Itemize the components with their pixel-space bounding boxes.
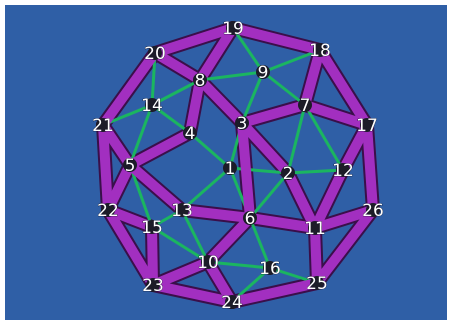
node-label-2: 2: [283, 164, 294, 184]
outer-edge-17-26: [367, 125, 373, 210]
node-label-20: 20: [144, 44, 166, 64]
node-label-23: 23: [142, 276, 164, 296]
node-label-7: 7: [300, 96, 311, 116]
node-label-25: 25: [306, 274, 328, 294]
node-label-10: 10: [197, 253, 219, 273]
node-label-21: 21: [92, 116, 114, 136]
node-label-11: 11: [304, 219, 326, 239]
node-label-14: 14: [141, 96, 163, 116]
node-label-24: 24: [221, 293, 243, 313]
node-label-9: 9: [258, 63, 269, 83]
node-label-6: 6: [245, 209, 256, 229]
node-label-26: 26: [362, 201, 384, 221]
node-label-16: 16: [259, 259, 281, 279]
node-label-13: 13: [171, 201, 193, 221]
node-label-19: 19: [222, 19, 244, 39]
node-label-15: 15: [141, 218, 163, 238]
node-label-3: 3: [237, 114, 248, 134]
node-label-4: 4: [185, 124, 196, 144]
node-label-1: 1: [225, 159, 236, 179]
node-label-18: 18: [309, 41, 331, 61]
node-label-22: 22: [97, 201, 119, 221]
node-label-12: 12: [332, 161, 354, 181]
node-label-8: 8: [195, 71, 206, 91]
node-label-5: 5: [125, 156, 136, 176]
node-label-17: 17: [356, 116, 378, 136]
